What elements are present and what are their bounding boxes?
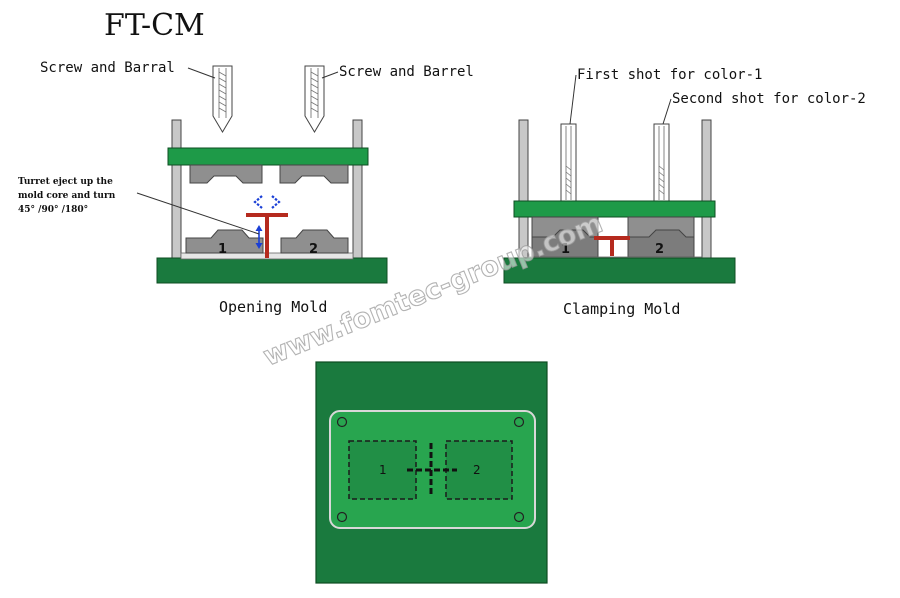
top-view-cavity-2 [445,440,513,500]
guide-hole-top-right-icon [513,416,525,428]
callout-first-shot: First shot for color-1 [577,67,762,83]
turret-motion-arrows-icon [253,195,281,249]
callout-leader-right [321,71,339,79]
callout-screw-right: Screw and Barrel [339,64,474,80]
lower-cavity-1 [185,229,264,254]
diagram-title: FT-CM [104,8,205,43]
screw-barrel-left-icon [212,65,233,133]
upper-core-right [279,164,349,184]
callout-screw-left: Screw and Barral [40,60,175,76]
turret-shaft [610,236,614,256]
turret-shaft [265,216,269,258]
turret-note-leader [136,192,260,235]
turret-crossbar [246,213,288,217]
turret-note-line-3: 45° /90° /180° [18,205,88,215]
top-view-cavity-2-label: 2 [473,463,481,477]
clamping-mold-caption: Clamping Mold [563,300,680,318]
callout-leader-left [187,67,216,79]
callout-leader-second [662,98,672,125]
moving-platen [167,147,369,166]
moving-platen [513,200,716,218]
callout-second-shot: Second shot for color-2 [672,91,866,107]
tie-bar-left [171,119,182,269]
cavity-1-label: 1 [218,242,227,257]
mold-top-view: 1 2 [315,361,548,584]
guide-hole-top-left-icon [336,416,348,428]
turret-note-line-1: Turret eject up the [18,177,113,187]
tie-bar-right [352,119,363,269]
cavity-1-label: 1 [561,242,570,257]
guide-hole-bottom-left-icon [336,511,348,523]
second-shot-barrel-icon [653,123,670,203]
turret-note-line-2: mold core and turn [18,191,116,201]
cavity-2-label: 2 [655,242,664,257]
lower-cavity-2 [280,229,349,254]
guide-hole-bottom-right-icon [513,511,525,523]
upper-core-left [189,164,263,184]
clamping-mold-assembly: 1 2 First shot for color-1 Second shot f… [503,67,866,318]
tie-bar-right [701,119,712,269]
top-view-cavity-1-label: 1 [379,463,387,477]
opening-mold-caption: Opening Mold [219,298,327,316]
opening-mold-assembly: 1 2 Screw and Barral Screw a [18,60,474,316]
top-view-cavity-1 [348,440,417,500]
first-shot-barrel-icon [560,123,577,203]
callout-leader-first [569,74,577,125]
top-view-turret-cross-icon [407,443,457,497]
screw-barrel-right-icon [304,65,325,133]
fixed-base-plate [156,257,388,284]
fixed-base-plate [503,257,736,284]
cavity-2-label: 2 [309,242,318,257]
